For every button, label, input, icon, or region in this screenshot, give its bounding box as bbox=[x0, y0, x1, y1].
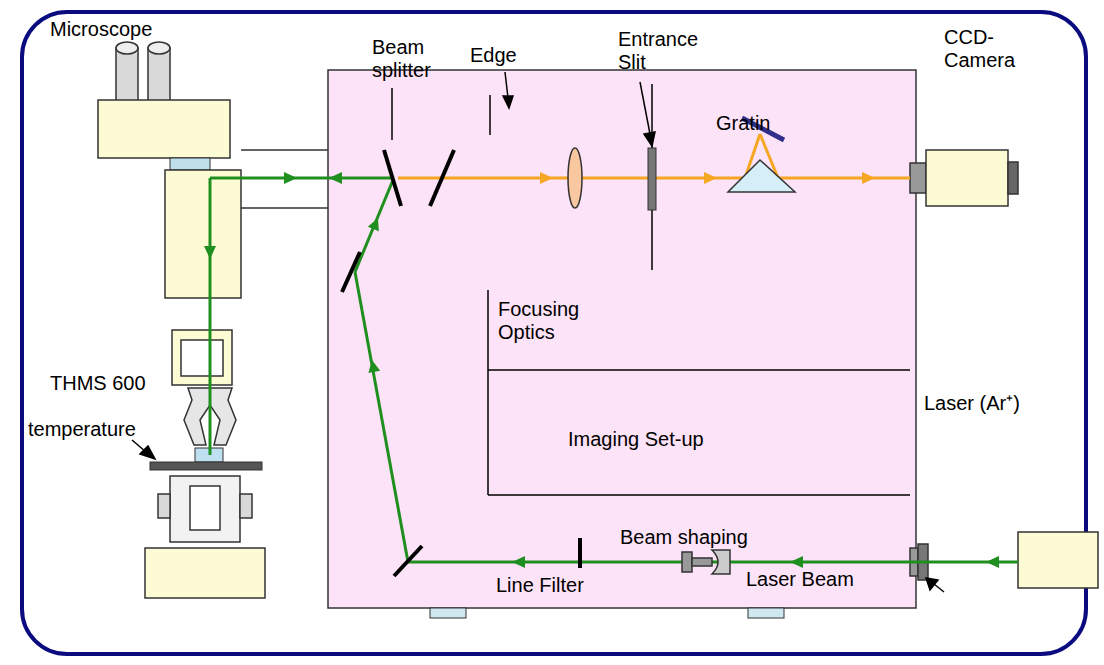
optics-symbols bbox=[342, 84, 795, 576]
part-label: Microscope bbox=[50, 18, 180, 41]
light-arrowheads bbox=[540, 172, 875, 184]
leader-lines bbox=[132, 72, 944, 592]
region-line bbox=[488, 369, 910, 371]
part-label: temperature bbox=[28, 418, 158, 441]
region-line bbox=[488, 494, 910, 496]
part-label: Edge bbox=[470, 44, 540, 67]
part-label: Beam shaping bbox=[620, 526, 780, 549]
part-label: Line Filter bbox=[496, 574, 626, 597]
part-label: Beam splitter bbox=[372, 36, 450, 82]
part-label: CCD- Camera bbox=[944, 26, 1028, 72]
laser-beam bbox=[210, 178, 1018, 562]
spectrometer-housing bbox=[328, 70, 916, 608]
part-label: Laser Beam bbox=[746, 568, 886, 591]
housing-foot bbox=[748, 608, 784, 618]
part-label: Entrance Slit bbox=[618, 28, 710, 74]
part-label: THMS 600 bbox=[50, 372, 165, 395]
housing-foot bbox=[430, 608, 466, 618]
outer-frame bbox=[22, 12, 1086, 654]
part-label: Laser (Ar⁺) bbox=[924, 392, 1094, 415]
part-label: Gratin bbox=[716, 112, 796, 135]
ccd-camera-symbol bbox=[910, 150, 1018, 206]
region-line bbox=[487, 290, 489, 495]
part-label: Focusing Optics bbox=[498, 298, 594, 344]
region-label: Imaging Set-up bbox=[568, 428, 748, 451]
beam-arrowheads bbox=[204, 172, 999, 568]
microscope-symbol bbox=[98, 42, 328, 598]
